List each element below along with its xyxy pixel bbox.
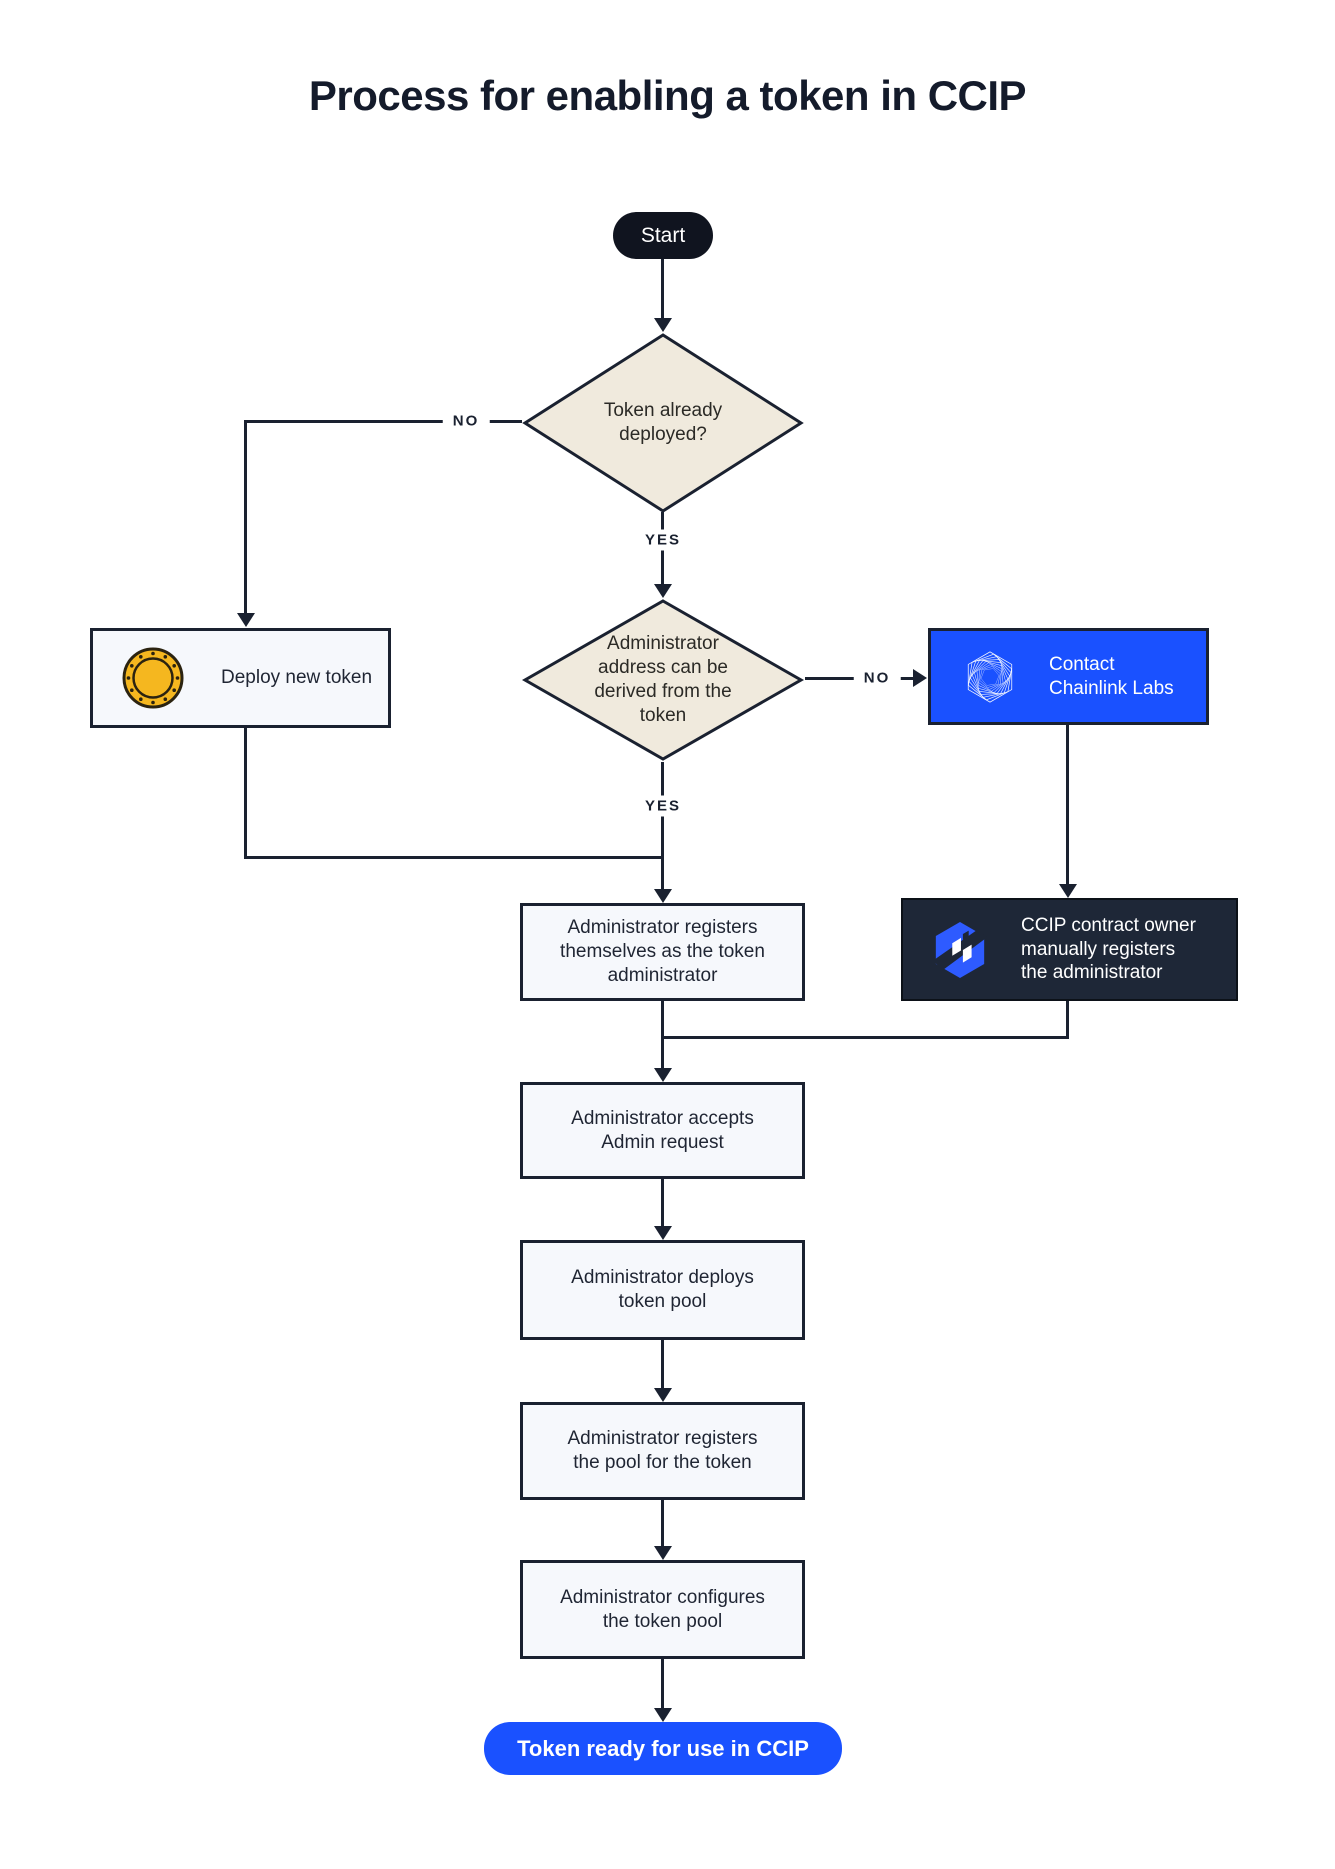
edge-chainlink-to-ccipowner bbox=[1066, 725, 1069, 887]
edge-decision1-no-down bbox=[244, 420, 247, 614]
admin-configures-pool-node: Administrator configures the token pool bbox=[520, 1560, 805, 1659]
decision-token-deployed: Token already deployed? bbox=[521, 332, 805, 514]
edge-deploys-to-registerspool bbox=[661, 1340, 664, 1389]
admin-deploys-pool-node: Administrator deploys token pool bbox=[520, 1240, 805, 1340]
coin-icon bbox=[122, 647, 184, 709]
decision-admin-derived-label: Administrator address can be derived fro… bbox=[594, 633, 732, 726]
edge-registerspool-to-configures bbox=[661, 1500, 664, 1547]
end-node: Token ready for use in CCIP bbox=[484, 1722, 842, 1775]
admin-configures-pool-label: Administrator configures the token pool bbox=[560, 1586, 765, 1632]
admin-deploys-pool-label: Administrator deploys token pool bbox=[571, 1267, 754, 1312]
edge-label-yes-derived: YES bbox=[634, 795, 692, 817]
arrowhead-icon bbox=[237, 613, 255, 627]
chainlink-icon bbox=[967, 650, 1013, 703]
admin-registers-self-label: Administrator registers themselves as th… bbox=[560, 917, 765, 986]
admin-registers-self-node: Administrator registers themselves as th… bbox=[520, 903, 805, 1001]
edge-registers-down bbox=[661, 1001, 664, 1069]
ccip-owner-registers-label: CCIP contract owner manually registers t… bbox=[1021, 914, 1196, 984]
arrowhead-icon bbox=[654, 584, 672, 598]
edge-configures-to-end bbox=[661, 1659, 664, 1709]
edge-accepts-to-deploys bbox=[661, 1179, 664, 1228]
edge-ccipowner-down bbox=[1066, 1001, 1069, 1039]
edge-label-no-deployed: NO bbox=[442, 410, 490, 432]
diamond-shape bbox=[521, 599, 805, 761]
end-label: Token ready for use in CCIP bbox=[517, 1735, 809, 1761]
arrowhead-icon bbox=[654, 1546, 672, 1560]
diamond-shape bbox=[522, 333, 804, 513]
start-node: Start bbox=[613, 212, 713, 259]
admin-registers-pool-label: Administrator registers the pool for the… bbox=[567, 1428, 758, 1473]
arrowhead-icon bbox=[654, 1226, 672, 1240]
arrowhead-icon bbox=[654, 1388, 672, 1402]
edge-merge-to-registers bbox=[661, 856, 664, 890]
arrowhead-icon bbox=[654, 1708, 672, 1722]
admin-accepts-label: Administrator accepts Admin request bbox=[571, 1107, 754, 1153]
arrowhead-icon bbox=[654, 889, 672, 903]
arrowhead-icon bbox=[913, 669, 927, 687]
ccip-owner-registers-node: CCIP contract owner manually registers t… bbox=[901, 898, 1238, 1001]
decision-admin-derived: Administrator address can be derived fro… bbox=[521, 598, 805, 762]
edge-label-yes-deployed: YES bbox=[634, 529, 692, 551]
admin-accepts-node: Administrator accepts Admin request bbox=[520, 1082, 805, 1179]
decision-token-deployed-label: Token already deployed? bbox=[603, 400, 723, 445]
deploy-new-token-node: Deploy new token bbox=[90, 628, 391, 728]
page-title: Process for enabling a token in CCIP bbox=[308, 72, 1027, 119]
start-label: Start bbox=[640, 223, 686, 247]
arrowhead-icon bbox=[1059, 884, 1077, 898]
admin-registers-pool-node: Administrator registers the pool for the… bbox=[520, 1402, 805, 1500]
deploy-new-token-label: Deploy new token bbox=[221, 667, 373, 689]
edge-merge2-horizontal bbox=[661, 1036, 1069, 1039]
ccip-icon bbox=[932, 921, 988, 978]
contact-chainlink-node: Contact Chainlink Labs bbox=[928, 628, 1209, 725]
edge-decision1-no bbox=[246, 420, 522, 423]
edge-deploy-down bbox=[244, 727, 247, 859]
arrowhead-icon bbox=[654, 1068, 672, 1082]
contact-chainlink-label: Contact Chainlink Labs bbox=[1049, 653, 1174, 699]
edge-label-no-derived: NO bbox=[853, 667, 901, 689]
arrowhead-icon bbox=[654, 318, 672, 332]
edge-merge-horizontal bbox=[244, 856, 664, 859]
edge-start-to-decision1 bbox=[661, 259, 664, 320]
